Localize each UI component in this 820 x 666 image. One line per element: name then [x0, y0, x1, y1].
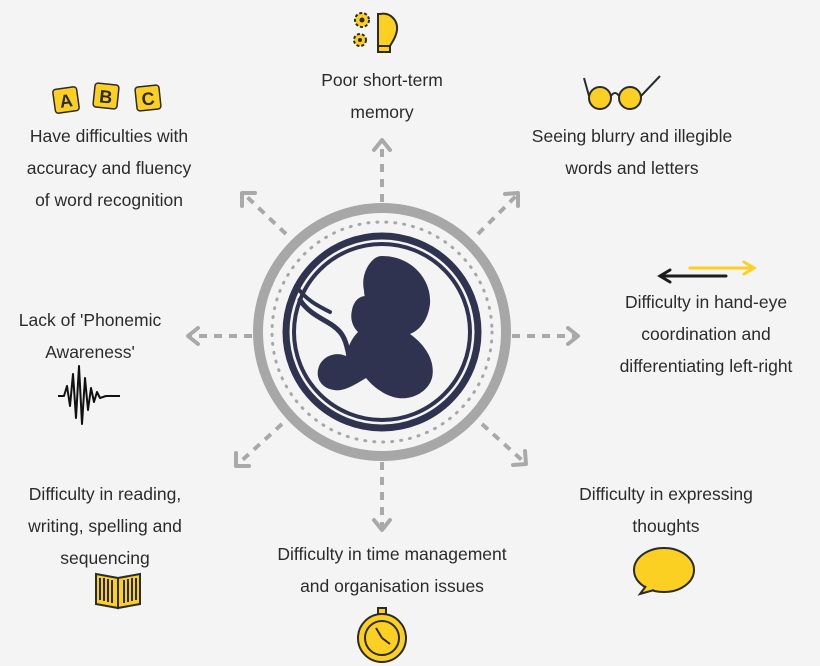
- item-expression: Difficulty in expressing thoughts: [556, 478, 776, 542]
- item-reading-line-2: writing, spelling and: [28, 516, 182, 536]
- item-time: Difficulty in time management and organi…: [246, 538, 538, 602]
- item-expression-line-2: thoughts: [632, 516, 700, 536]
- item-vision-line-1: Seeing blurry and illegible: [531, 126, 733, 146]
- stopwatch-icon: [357, 607, 407, 663]
- item-word-recognition: Have difficulties with accuracy and flue…: [4, 120, 214, 216]
- item-memory: Poor short-term memory: [290, 64, 474, 128]
- item-phonemic: Lack of 'Phonemic Awareness': [0, 304, 180, 368]
- item-reading-line-3: sequencing: [60, 548, 150, 568]
- item-coordination-line-3: differentiating left-right: [619, 356, 793, 376]
- item-reading-line-1: Difficulty in reading,: [28, 484, 182, 504]
- abc-blocks-icon: A B C: [52, 82, 162, 114]
- sound-wave-icon: [58, 365, 120, 425]
- item-vision-line-2: words and letters: [565, 158, 699, 178]
- arrow-down-left: [236, 422, 284, 466]
- item-reading: Difficulty in reading, writing, spelling…: [0, 478, 210, 574]
- item-word-recognition-line-2: accuracy and fluency: [26, 158, 192, 178]
- arrow-down-right: [480, 422, 526, 464]
- lightbulb-gears-icon: [353, 12, 399, 53]
- svg-text:C: C: [141, 88, 156, 109]
- item-coordination-line-1: Difficulty in hand-eye: [624, 292, 788, 312]
- item-time-line-1: Difficulty in time management: [277, 544, 507, 564]
- left-right-arrows-icon: [657, 260, 757, 284]
- arrow-up-right: [476, 194, 518, 236]
- umbilical-cord: [297, 297, 359, 371]
- item-phonemic-line-2: Awareness': [45, 342, 135, 362]
- book-icon: [95, 572, 141, 610]
- glasses-icon: [583, 75, 661, 110]
- speech-bubble-icon: [633, 547, 695, 596]
- center-emblem: [253, 203, 511, 461]
- item-word-recognition-line-3: of word recognition: [35, 190, 183, 210]
- arrow-up-left: [242, 192, 288, 236]
- item-time-line-2: and organisation issues: [300, 576, 484, 596]
- item-phonemic-line-1: Lack of 'Phonemic: [18, 310, 162, 330]
- item-memory-line-1: Poor short-term: [321, 70, 443, 90]
- fetus-icon: [317, 256, 433, 399]
- item-coordination: Difficulty in hand-eye coordination and …: [594, 286, 818, 382]
- item-memory-line-2: memory: [350, 102, 414, 122]
- item-word-recognition-line-1: Have difficulties with: [29, 126, 189, 146]
- svg-text:A: A: [58, 90, 74, 112]
- svg-text:B: B: [98, 86, 113, 107]
- item-expression-line-1: Difficulty in expressing: [579, 484, 753, 504]
- item-vision: Seeing blurry and illegible words and le…: [504, 120, 760, 184]
- item-coordination-line-2: coordination and: [641, 324, 771, 344]
